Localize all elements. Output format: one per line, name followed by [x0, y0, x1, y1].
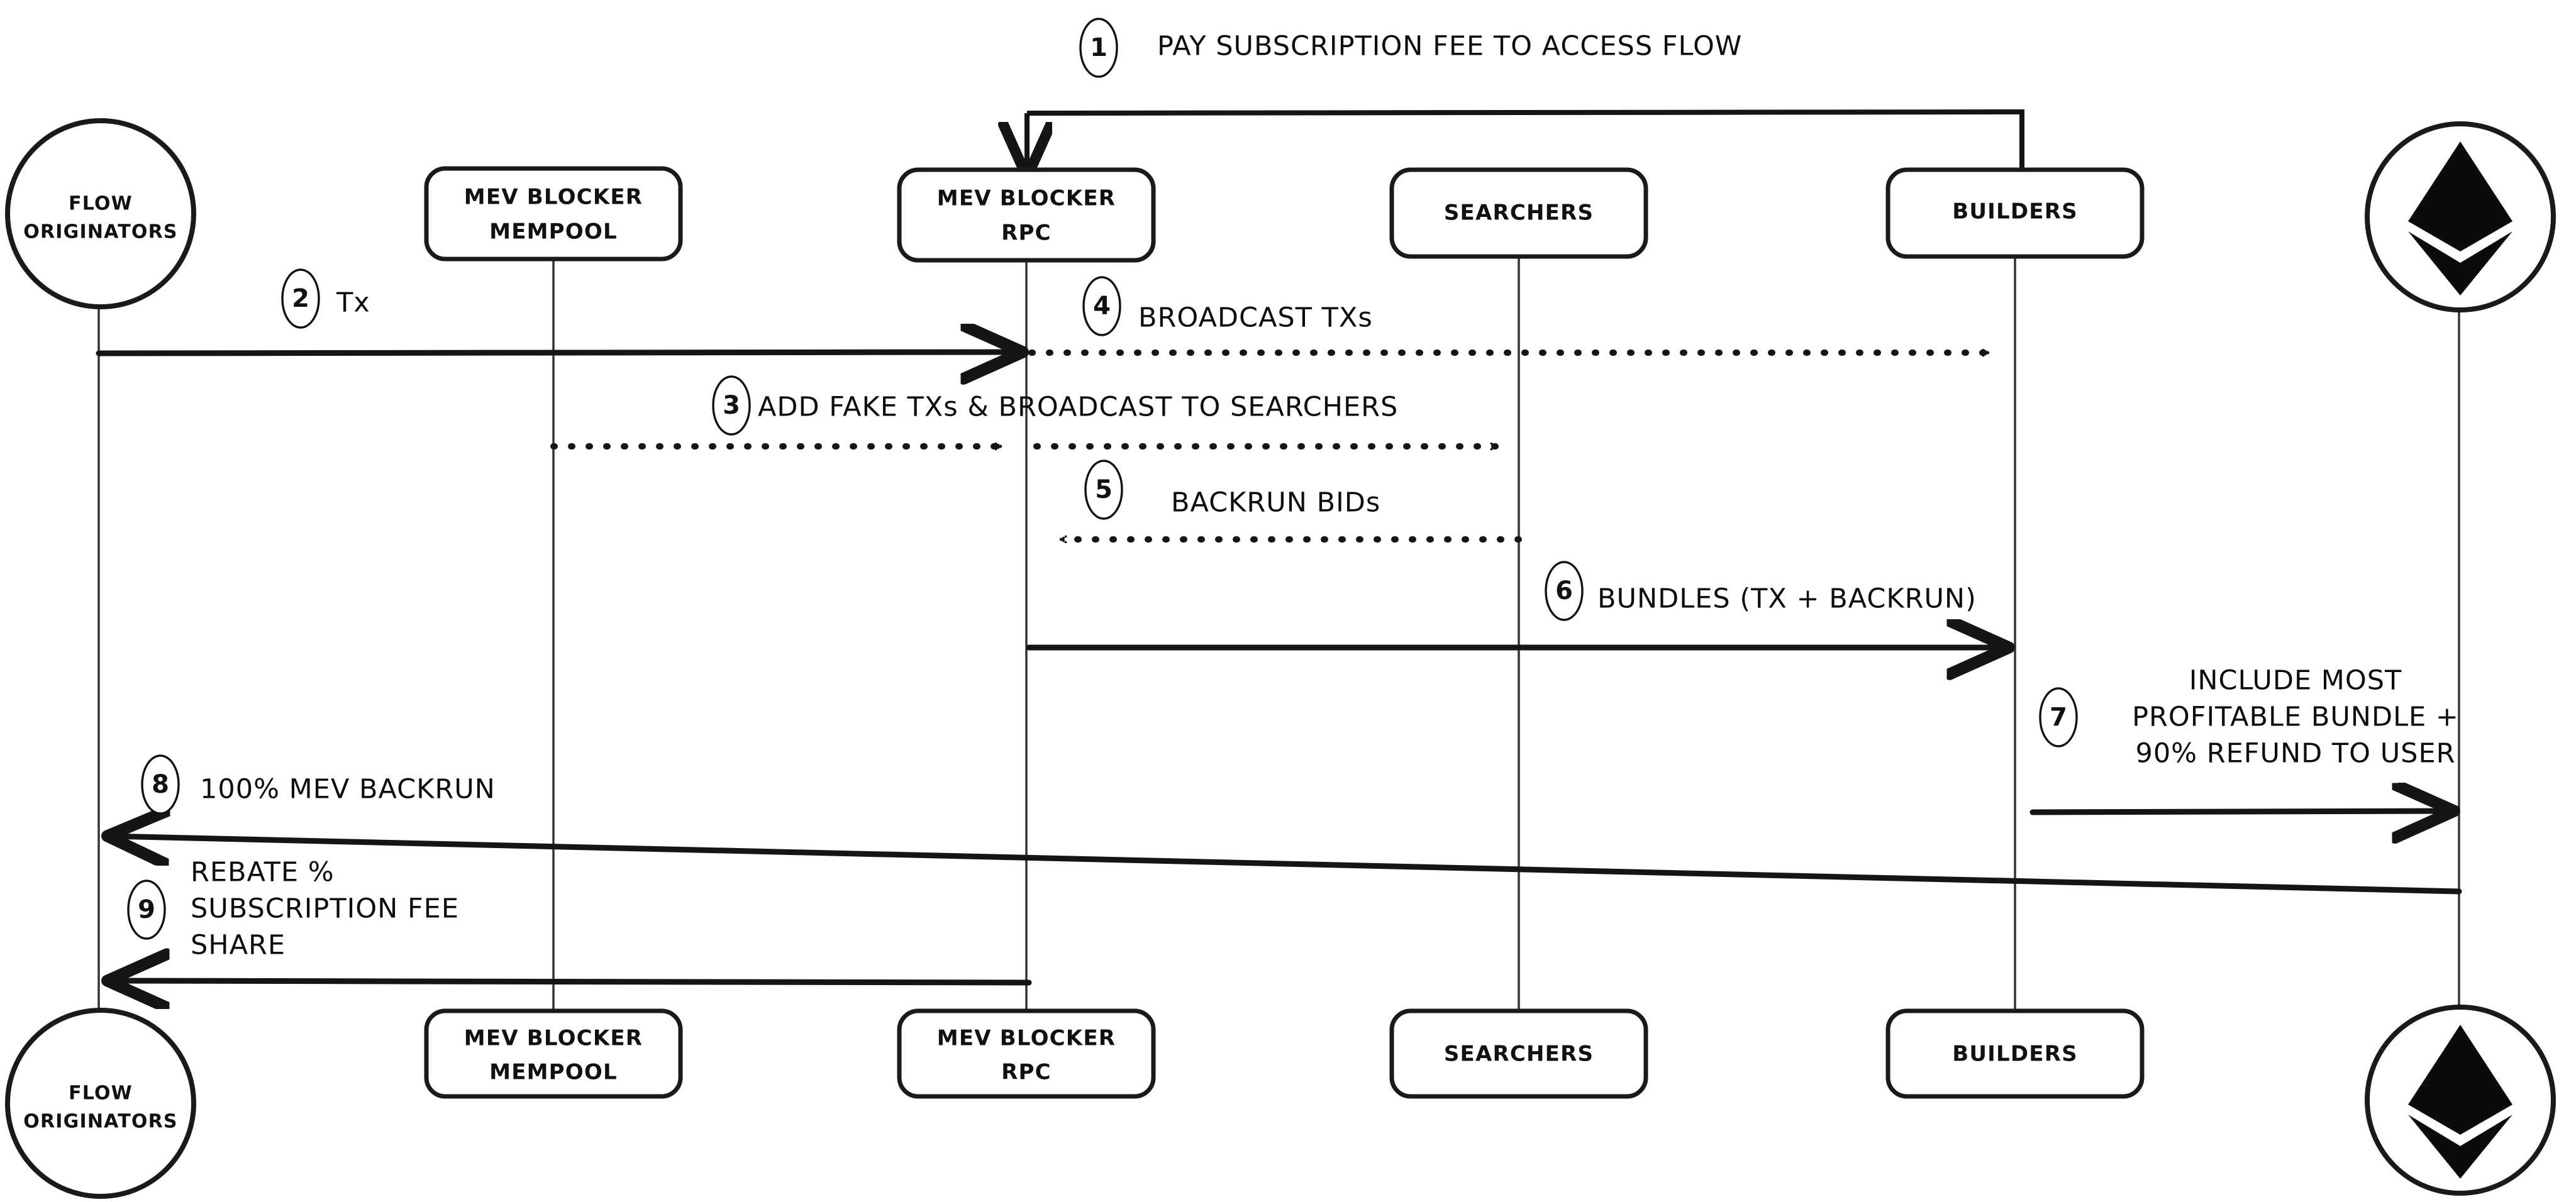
participant-box — [1389, 167, 1648, 259]
participant-label-line1: MEV BLOCKER — [464, 185, 643, 210]
message-label-8: 100% MEV BACKRUN — [200, 774, 496, 805]
step-badge-circle-5 — [1084, 460, 1123, 520]
step-badge-circle-9 — [127, 879, 166, 940]
message-7[interactable]: 7 INCLUDE MOST PROFITABLE BUNDLE + 90% R… — [2039, 665, 2459, 769]
message-3[interactable]: 3 ADD FAKE TXs & BROADCAST TO SEARCHERS — [712, 375, 1398, 436]
step-badge-circle-4 — [1082, 276, 1121, 336]
participant-box — [897, 1008, 1156, 1099]
message-label-4: BROADCAST TXs — [1138, 302, 1373, 334]
participant-label-line2: RPC — [1001, 1060, 1052, 1085]
participant-box — [1885, 1008, 2145, 1099]
message-label-6: BUNDLES (TX + BACKRUN) — [1597, 583, 1977, 615]
participant-flow-originators-bottom[interactable]: FLOW ORIGINATORS — [5, 1008, 196, 1199]
step-number-5: 5 — [1095, 475, 1113, 504]
participant-builders-bottom[interactable]: BUILDERS — [1885, 1008, 2145, 1099]
message-label-7-line1: INCLUDE MOST — [2189, 665, 2402, 697]
participant-label-line2: MEMPOOL — [489, 219, 618, 245]
participant-mev-blocker-rpc-bottom[interactable]: MEV BLOCKER RPC — [897, 1008, 1156, 1099]
step-badge-circle-3 — [712, 375, 751, 436]
participant-label-line1: FLOW — [69, 1083, 133, 1105]
ethereum-diamond-icon — [2408, 1025, 2512, 1179]
step-number-2: 2 — [292, 284, 309, 313]
participant-label-line1: SEARCHERS — [1444, 1042, 1594, 1067]
participant-box — [897, 167, 1156, 263]
participant-searchers-bottom[interactable]: SEARCHERS — [1389, 1008, 1648, 1099]
message-arrow-2 — [96, 352, 1020, 353]
message-label-2: Tx — [336, 287, 370, 319]
participant-label-line2: RPC — [1001, 221, 1052, 246]
message-6[interactable]: 6 BUNDLES (TX + BACKRUN) — [1545, 561, 1977, 621]
participant-label-line1: SEARCHERS — [1444, 201, 1594, 226]
message-9[interactable]: 9 REBATE % SUBSCRIPTION FEE SHARE — [127, 857, 459, 961]
participant-circle — [5, 1008, 196, 1199]
step-badge-circle-2 — [281, 268, 320, 329]
step-badge-circle-8 — [141, 754, 180, 815]
participant-label-line1: BUILDERS — [1952, 199, 2078, 224]
message-label-7-line2: PROFITABLE BUNDLE + — [2132, 702, 2459, 733]
ethereum-diamond-icon — [2408, 141, 2512, 295]
participant-label-line1: FLOW — [69, 193, 133, 215]
participant-box — [1885, 167, 2145, 259]
step-number-3: 3 — [723, 391, 740, 420]
participant-label-line1: MEV BLOCKER — [937, 1026, 1116, 1051]
message-label-5: BACKRUN BIDs — [1171, 487, 1380, 519]
step-number-8: 8 — [152, 770, 169, 799]
message-4[interactable]: 4 BROADCAST TXs — [1082, 276, 1373, 336]
participant-mev-blocker-mempool-top[interactable]: MEV BLOCKER MEMPOOL — [424, 166, 683, 262]
message-arrow-9 — [110, 981, 1032, 983]
message-label-1: PAY SUBSCRIPTION FEE TO ACCESS FLOW — [1157, 31, 1742, 62]
step-number-6: 6 — [1555, 576, 1573, 605]
message-label-7-line3: 90% REFUND TO USER — [2135, 738, 2455, 769]
message-2[interactable]: 2 Tx — [281, 268, 370, 329]
step-number-1: 1 — [1090, 33, 1108, 62]
step-badge-circle-1 — [1079, 18, 1118, 78]
message-1[interactable]: 1 PAY SUBSCRIPTION FEE TO ACCESS FLOW — [1079, 18, 1742, 78]
participant-label-line2: MEMPOOL — [489, 1060, 618, 1085]
participant-searchers-top[interactable]: SEARCHERS — [1389, 167, 1648, 259]
participant-box — [424, 1008, 683, 1099]
step-number-7: 7 — [2050, 703, 2067, 732]
step-number-4: 4 — [1093, 292, 1111, 321]
participant-label-line1: BUILDERS — [1952, 1042, 2078, 1067]
message-label-3: ADD FAKE TXs & BROADCAST TO SEARCHERS — [758, 392, 1398, 423]
participant-box — [424, 166, 683, 262]
participant-label-line2: ORIGINATORS — [23, 1111, 177, 1133]
step-badge-circle-7 — [2039, 687, 2078, 747]
message-label-9-line2: SUBSCRIPTION FEE — [191, 893, 459, 925]
participant-circle — [5, 118, 196, 309]
step-number-9: 9 — [138, 895, 155, 924]
message-arrow-7 — [2029, 811, 2451, 812]
participant-mev-blocker-rpc-top[interactable]: MEV BLOCKER RPC — [897, 167, 1156, 263]
participant-flow-originators-top[interactable]: FLOW ORIGINATORS — [5, 118, 196, 309]
message-arrow-1-path — [1026, 109, 2024, 185]
participant-label-line2: ORIGINATORS — [23, 221, 177, 243]
participant-box — [1389, 1008, 1648, 1099]
participant-ethereum-bottom[interactable] — [2365, 1005, 2556, 1196]
step-badge-circle-6 — [1545, 561, 1584, 621]
message-8[interactable]: 8 100% MEV BACKRUN — [141, 754, 496, 815]
participant-ethereum-top[interactable] — [2365, 121, 2556, 312]
message-arrow-8 — [110, 836, 2462, 895]
participant-label-line1: MEV BLOCKER — [464, 1026, 643, 1051]
participant-builders-top[interactable]: BUILDERS — [1885, 167, 2145, 259]
message-label-9-line3: SHARE — [191, 930, 286, 961]
participant-label-line1: MEV BLOCKER — [937, 186, 1116, 211]
message-5[interactable]: 5 BACKRUN BIDs — [1084, 460, 1380, 520]
participant-mev-blocker-mempool-bottom[interactable]: MEV BLOCKER MEMPOOL — [424, 1008, 683, 1099]
message-label-9-line1: REBATE % — [191, 857, 335, 888]
